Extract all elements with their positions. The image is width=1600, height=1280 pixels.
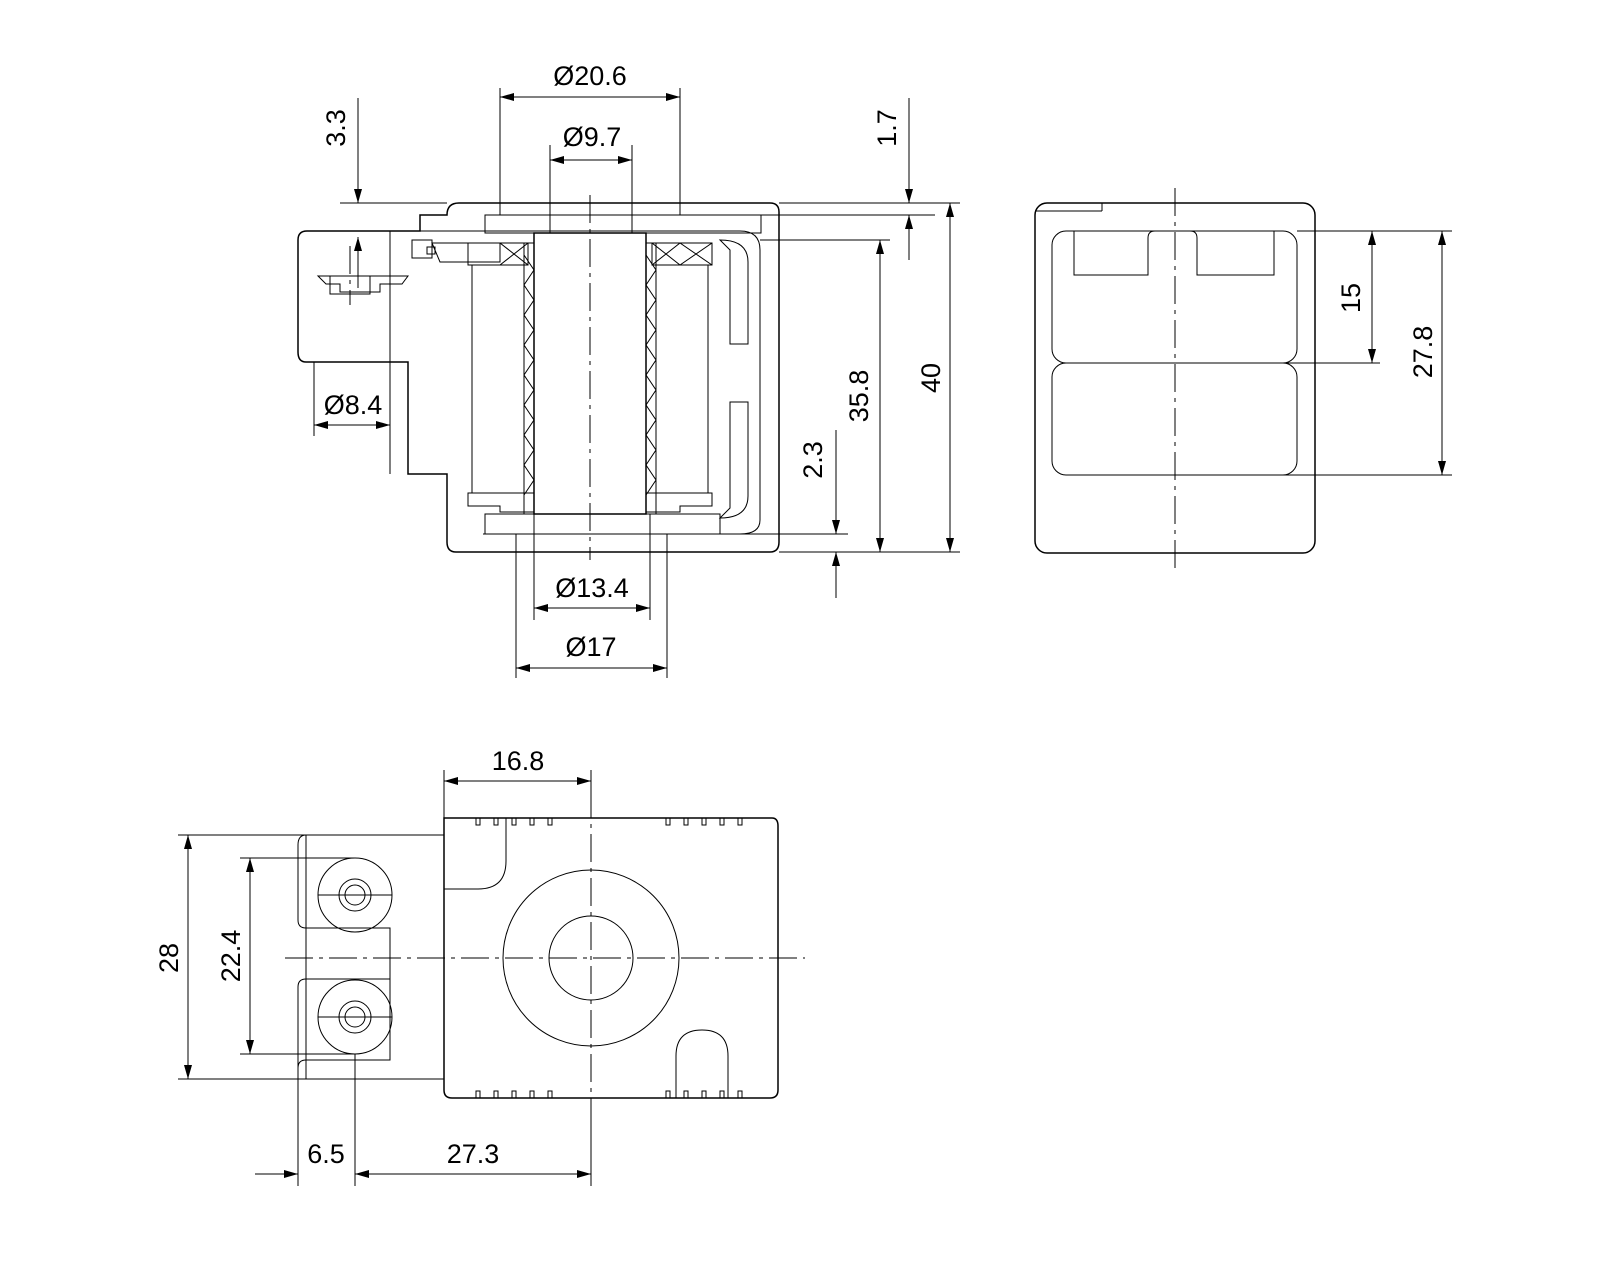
housing-inner (389, 230, 761, 535)
label-h35-8: 35.8 (844, 370, 874, 423)
label-w6-5: 6.5 (307, 1139, 345, 1169)
bottom-plate (484, 513, 721, 535)
label-h28: 28 (154, 943, 184, 973)
dim-w6-5: 6.5 (255, 1054, 369, 1186)
bobbin-flange-top-l (467, 242, 529, 266)
housing-outline (297, 202, 780, 553)
section-view: Ø20.6 Ø9.7 3.3 1.7 (297, 61, 960, 678)
dim-w27-3: 27.3 (355, 1125, 592, 1186)
dim-d9-7: Ø9.7 (549, 122, 633, 233)
bottom-view: 16.8 28 22.4 6.5 (154, 746, 805, 1186)
bobbin-flange-top-r (651, 242, 713, 266)
bobbin-wall-zigzag-r (645, 254, 657, 496)
dim-h15: 15 (1225, 230, 1380, 364)
terminal-block (411, 239, 433, 259)
label-h40: 40 (916, 363, 946, 393)
coil-winding-right (655, 264, 709, 494)
top-plate (484, 214, 762, 234)
dim-d20-6: Ø20.6 (499, 61, 681, 215)
label-h3-3: 3.3 (321, 109, 351, 147)
coil-winding-left (471, 264, 525, 494)
label-h27-8: 27.8 (1408, 326, 1438, 379)
bottom-view-cutout-tl (444, 818, 507, 890)
label-h1-7: 1.7 (872, 109, 902, 147)
dim-w16-8: 16.8 (443, 746, 592, 818)
label-w27-3: 27.3 (447, 1139, 500, 1169)
label-h2-3: 2.3 (798, 441, 828, 479)
dim-h3-3: 3.3 (321, 98, 447, 288)
dim-d13-4: Ø13.4 (533, 514, 651, 620)
right-yoke-lower (718, 401, 749, 519)
label-d20-6: Ø20.6 (553, 61, 627, 91)
dim-h40: 40 (916, 203, 954, 552)
dim-h27-8: 27.8 (1225, 230, 1452, 476)
bottom-view-teeth-top (475, 818, 743, 826)
right-yoke (718, 239, 749, 345)
dim-h28: 28 (154, 834, 306, 1080)
dim-d8-4: Ø8.4 (313, 362, 391, 436)
bottom-view-teeth-bottom (475, 1090, 743, 1098)
dim-h1-7: 1.7 (761, 98, 960, 260)
dim-h22-4: 22.4 (216, 857, 355, 1055)
label-d17: Ø17 (565, 632, 616, 662)
screw-part (316, 275, 409, 295)
label-h22-4: 22.4 (216, 930, 246, 983)
bobbin-top-flange (431, 242, 501, 263)
side-view-tabs (1073, 230, 1275, 276)
bottom-view-body (443, 817, 779, 1099)
label-w16-8: 16.8 (492, 746, 545, 776)
dim-h35-8: 35.8 (760, 239, 960, 553)
bottom-view-slot (675, 1029, 729, 1099)
side-view: 15 27.8 (1034, 188, 1452, 572)
bobbin-wall-zigzag-l (523, 254, 535, 496)
label-d9-7: Ø9.7 (563, 122, 622, 152)
terminal-ear-outline (297, 834, 444, 1080)
label-d13-4: Ø13.4 (555, 573, 629, 603)
label-d8-4: Ø8.4 (324, 390, 383, 420)
dim-h2-3: 2.3 (720, 430, 848, 598)
dim-d17: Ø17 (515, 534, 668, 678)
label-h15: 15 (1336, 283, 1366, 313)
